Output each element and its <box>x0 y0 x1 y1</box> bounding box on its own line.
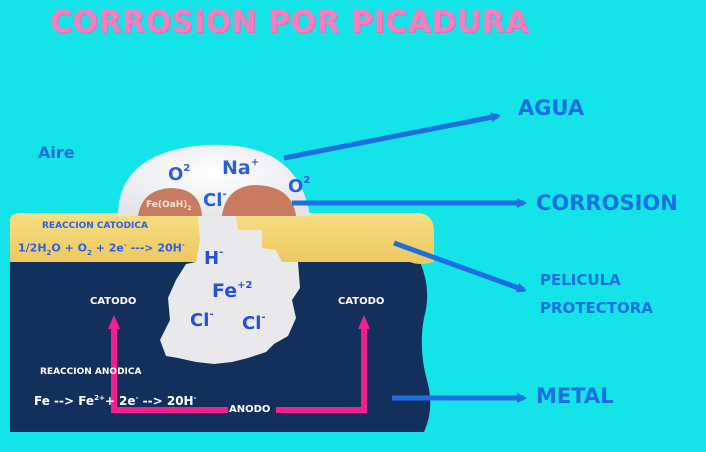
label-catodo-right: CATODO <box>338 296 385 307</box>
label-reaccion-catodica: REACCION CATODICA <box>42 221 148 231</box>
label-catodo-left: CATODO <box>90 296 137 307</box>
equation-cathodic: 1/2H2O + O2 + 2e- ---> 20H- <box>18 241 185 257</box>
ion-chloride-right: Cl- <box>242 312 266 334</box>
corrosion-deposit-left <box>138 188 202 216</box>
label-reaccion-anodica: REACCION ANODICA <box>40 367 142 377</box>
callout-metal: METAL <box>536 384 614 408</box>
ion-oxygen-right: O2 <box>288 175 311 197</box>
corrosion-deposit-right <box>222 185 296 216</box>
ion-iron: Fe+2 <box>212 280 253 302</box>
callout-pelicula-line2: PROTECTORA <box>540 299 653 317</box>
callout-corrosion: CORROSION <box>536 191 678 215</box>
arrow-pelicula <box>393 240 527 293</box>
label-fe-oah: Fe(OaH)2 <box>146 200 192 212</box>
ion-chloride-left: Cl- <box>190 309 214 331</box>
ion-sodium: Na+ <box>222 157 260 179</box>
ion-chloride-top: Cl- <box>203 189 227 211</box>
pit-cavity <box>160 216 300 364</box>
arrow-agua <box>283 112 501 161</box>
current-path-right <box>276 315 370 413</box>
label-anodo: ANODO <box>229 404 271 415</box>
label-aire: Aire <box>38 143 75 162</box>
callout-pelicula-line1: PELICULA <box>540 271 621 289</box>
diagram-title: CORROSION POR PICADURA <box>50 5 530 40</box>
equation-anodic: Fe --> Fe2++ 2e- --> 20H- <box>34 394 197 408</box>
current-path-left <box>108 315 228 413</box>
ion-hydrogen: H- <box>204 247 224 269</box>
ion-oxygen-left: O2 <box>168 163 191 185</box>
callout-agua: AGUA <box>518 96 585 120</box>
